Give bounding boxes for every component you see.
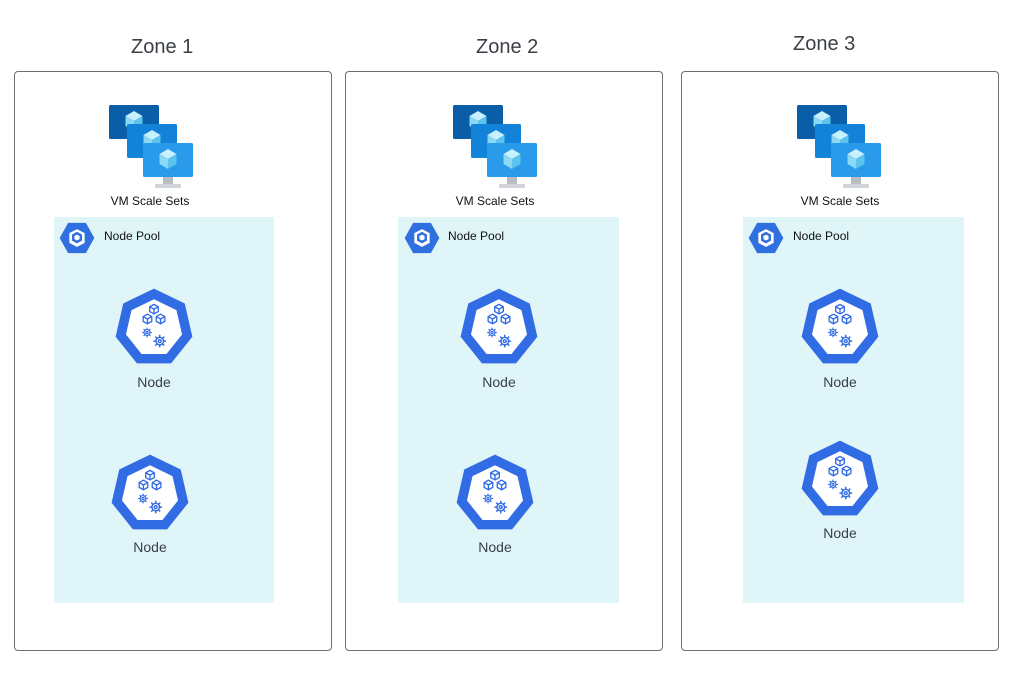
kubernetes-node-icon <box>458 287 540 369</box>
kubernetes-node-icon <box>799 439 881 521</box>
vm-scale-sets-icon <box>109 105 193 188</box>
vm-scale-sets-icon <box>453 105 537 188</box>
node-pool-icon <box>59 222 95 254</box>
node-label: Node <box>823 525 857 541</box>
node-pool <box>743 217 964 603</box>
kubernetes-node-icon <box>454 453 536 535</box>
kubernetes-node-icon <box>109 453 191 535</box>
node-pool-label: Node Pool <box>793 229 850 243</box>
vm-scale-sets-label: VM Scale Sets <box>800 194 880 208</box>
node-label: Node <box>133 539 167 555</box>
node-pool <box>398 217 619 603</box>
vm-scale-sets-icon <box>797 105 881 188</box>
node-pool <box>54 217 274 603</box>
node-label: Node <box>137 374 171 390</box>
node-pool-icon <box>404 222 440 254</box>
node-pool-icon <box>748 222 784 254</box>
zone-2-title: Zone 2 <box>476 36 539 58</box>
node-label: Node <box>478 539 512 555</box>
node-label: Node <box>823 374 857 390</box>
zone-3-title: Zone 3 <box>793 33 856 55</box>
node-pool-label: Node Pool <box>104 229 161 243</box>
kubernetes-node-icon <box>799 287 881 369</box>
node-pool-label: Node Pool <box>448 229 505 243</box>
vm-scale-sets-label: VM Scale Sets <box>110 194 190 208</box>
vm-scale-sets-label: VM Scale Sets <box>455 194 535 208</box>
kubernetes-node-icon <box>113 287 195 369</box>
node-label: Node <box>482 374 516 390</box>
zone-1-title: Zone 1 <box>131 36 194 58</box>
